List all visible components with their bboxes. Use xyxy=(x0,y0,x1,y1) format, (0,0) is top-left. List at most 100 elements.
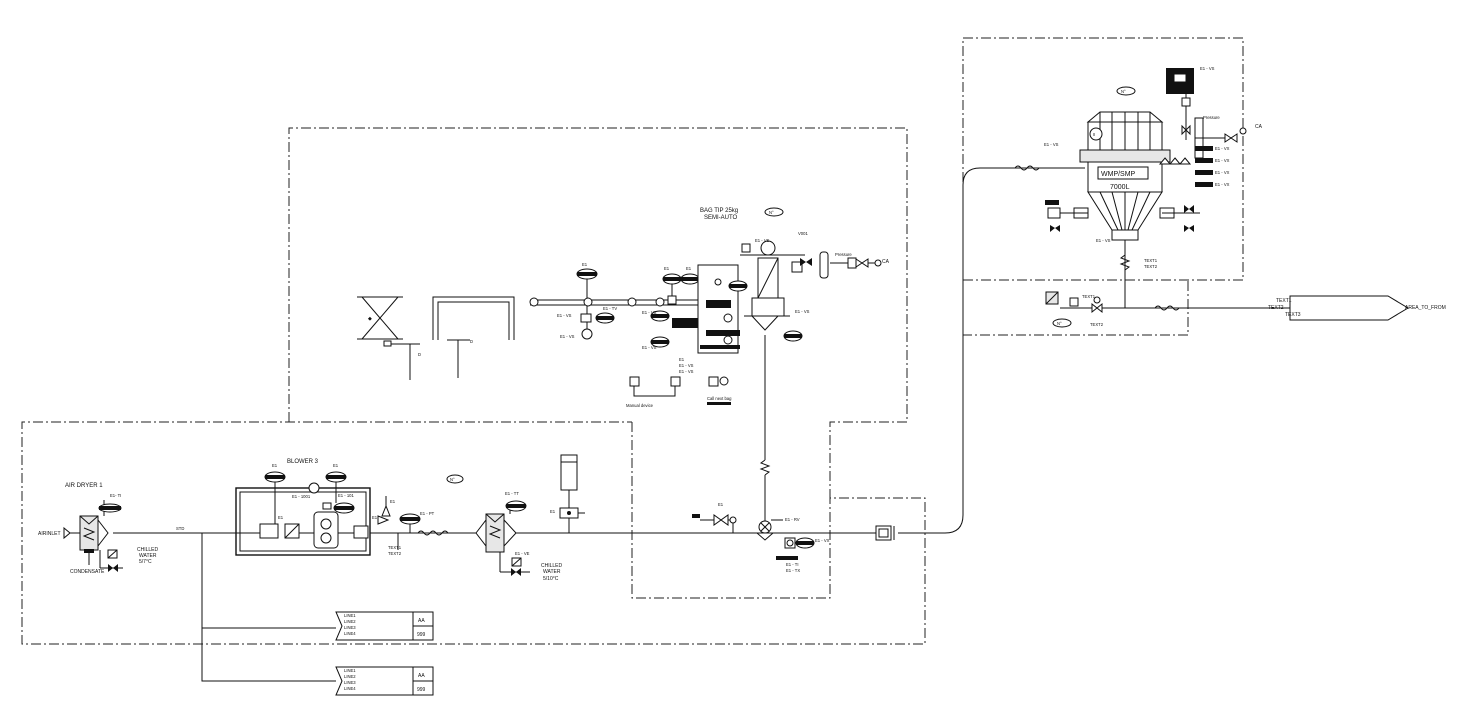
svg-text:E1 - VS: E1 - VS xyxy=(557,313,572,318)
svg-text:E1 - VS: E1 - VS xyxy=(755,238,770,243)
svg-text:D: D xyxy=(470,339,473,344)
chilled-water-2: CHILLED xyxy=(541,563,563,569)
svg-text:WATER: WATER xyxy=(139,553,157,559)
area-to-from[interactable]: TEXT1 TEXT2 TEXT3 AREA_TO_FROM xyxy=(1268,295,1446,321)
area-to-from-label: AREA_TO_FROM xyxy=(1405,305,1446,311)
svg-text:E1: E1 xyxy=(679,357,685,362)
svg-text:E1 - VS: E1 - VS xyxy=(1096,238,1111,243)
blower-outlet-instruments[interactable]: E1 - PT TEXT1 TEXT2 N° xyxy=(388,474,464,556)
ca-label-2: CA xyxy=(1255,124,1263,130)
svg-text:5/7°C: 5/7°C xyxy=(139,559,152,565)
line-box-2[interactable]: LINE1 LINE2 LINE3 LINE4 AA 999 xyxy=(335,666,434,696)
svg-text:TEXT1: TEXT1 xyxy=(388,545,402,550)
svg-text:E1 - VX: E1 - VX xyxy=(1215,158,1230,163)
filter-column[interactable]: E1 xyxy=(550,454,585,533)
svg-text:E1: E1 xyxy=(550,509,556,514)
svg-text:STD: STD xyxy=(176,526,184,531)
svg-text:N°: N° xyxy=(450,477,455,482)
svg-text:TEXT2: TEXT2 xyxy=(1268,305,1284,311)
vessel-volume: 7000L xyxy=(1110,184,1130,191)
svg-text:E1 - TV: E1 - TV xyxy=(603,306,617,311)
svg-text:TEXT3: TEXT3 xyxy=(1285,312,1301,318)
wmp-smp-vessel[interactable]: N° E1 - VS II WMP/SMP 7000L xyxy=(1044,66,1263,328)
sight-glass[interactable] xyxy=(875,525,895,541)
svg-text:E1 - TI: E1 - TI xyxy=(786,562,799,567)
vessel-label: WMP/SMP xyxy=(1101,171,1136,178)
svg-text:E1: E1 xyxy=(582,262,588,267)
flex-hose-symbols xyxy=(417,165,1180,536)
svg-text:LINE3: LINE3 xyxy=(344,680,356,685)
svg-text:E1 - VS: E1 - VS xyxy=(560,334,575,339)
svg-text:E1 - TX: E1 - TX xyxy=(786,568,800,573)
bag-tip-station[interactable]: BAG TIP 25kg SEMI-AUTO N° ◆ D D E1 E1 - xyxy=(357,207,890,408)
svg-text:E1 - VX: E1 - VX xyxy=(1215,182,1230,187)
svg-text:TEXT2: TEXT2 xyxy=(1090,322,1104,327)
svg-text:E1: E1 xyxy=(372,515,378,520)
svg-text:E1 - TT: E1 - TT xyxy=(505,491,519,496)
svg-text:TEXT1: TEXT1 xyxy=(1144,258,1158,263)
svg-text:V001: V001 xyxy=(798,231,808,236)
svg-text:N°: N° xyxy=(1121,89,1126,94)
svg-text:II: II xyxy=(1093,132,1095,137)
process-lines xyxy=(113,167,1290,682)
air-dryer-1[interactable]: AIR DRYER 1 AIRINLET CONDENSATE E1- TI C… xyxy=(38,483,184,575)
svg-text:LINE2: LINE2 xyxy=(344,619,356,624)
manual-device-label: Manual device xyxy=(626,403,654,408)
junction-valve-cluster[interactable]: E1 E1 - RV E1 - VX E1 - TI E1 - TX xyxy=(692,502,830,573)
svg-text:N°: N° xyxy=(1057,321,1062,326)
svg-text:E1 - PT: E1 - PT xyxy=(420,511,435,516)
svg-text:◆: ◆ xyxy=(368,316,372,322)
call-next-bag-label: Call next bag xyxy=(707,396,732,401)
svg-text:E1 - VS: E1 - VS xyxy=(795,309,810,314)
bag-tip-subtitle: SEMI-AUTO xyxy=(704,215,738,221)
blower-3[interactable]: BLOWER 3 E1 E1 E1 - 1001 E1 - 101 E1 xyxy=(235,459,396,556)
condensate-label: CONDENSATE xyxy=(70,569,105,575)
svg-text:D: D xyxy=(418,352,421,357)
svg-text:E1 - 101: E1 - 101 xyxy=(338,493,355,498)
svg-text:E1: E1 xyxy=(278,515,284,520)
svg-text:E1 - VS: E1 - VS xyxy=(679,363,694,368)
svg-text:AA: AA xyxy=(418,618,425,624)
svg-text:E1 - VS: E1 - VS xyxy=(1044,142,1059,147)
svg-text:E1 - VX: E1 - VX xyxy=(815,538,830,543)
svg-text:E1: E1 xyxy=(333,463,339,468)
svg-text:E1 - VS: E1 - VS xyxy=(1200,66,1215,71)
svg-text:E1 - VX: E1 - VX xyxy=(1215,170,1230,175)
svg-text:WATER: WATER xyxy=(543,569,561,575)
line-box-1[interactable]: LINE1 LINE2 LINE3 LINE4 AA 999 xyxy=(335,611,434,641)
svg-text:AA: AA xyxy=(418,673,425,679)
svg-text:E1 - VX: E1 - VX xyxy=(1215,146,1230,151)
svg-text:LINE4: LINE4 xyxy=(344,686,356,691)
svg-text:TEXT2: TEXT2 xyxy=(388,551,402,556)
svg-text:TEXT2: TEXT2 xyxy=(1144,264,1158,269)
svg-text:LINE4: LINE4 xyxy=(344,631,356,636)
svg-text:N°: N° xyxy=(769,210,774,215)
svg-text:LINE1: LINE1 xyxy=(344,668,356,673)
svg-text:E1 - VE: E1 - VE xyxy=(515,551,530,556)
svg-text:E1 - 1001: E1 - 1001 xyxy=(292,494,311,499)
area-boundaries xyxy=(21,37,1244,645)
svg-text:Pressure: Pressure xyxy=(835,252,852,257)
svg-text:LINE3: LINE3 xyxy=(344,625,356,630)
svg-text:E1: E1 xyxy=(272,463,278,468)
ca-label-1: CA xyxy=(882,259,890,265)
svg-text:LINE1: LINE1 xyxy=(344,613,356,618)
bag-tip-title: BAG TIP 25kg xyxy=(700,208,738,214)
svg-text:5/10°C: 5/10°C xyxy=(543,576,559,582)
svg-text:TEXT1: TEXT1 xyxy=(1276,298,1292,304)
svg-text:Pressure: Pressure xyxy=(1203,115,1220,120)
after-cooler[interactable]: E1 - TT E1 - VE CHILLED WATER 5/10°C xyxy=(475,491,563,582)
svg-text:E1: E1 xyxy=(718,502,724,507)
air-dryer-title: AIR DRYER 1 xyxy=(65,483,103,489)
chilled-water-1: CHILLED xyxy=(137,547,159,553)
svg-text:E1 - VS: E1 - VS xyxy=(642,345,657,350)
air-inlet-label: AIRINLET xyxy=(38,531,61,537)
svg-text:E1 - VS: E1 - VS xyxy=(642,310,657,315)
svg-text:E1: E1 xyxy=(686,266,692,271)
svg-text:E1: E1 xyxy=(390,499,396,504)
svg-text:999: 999 xyxy=(417,632,426,638)
svg-text:LINE2: LINE2 xyxy=(344,674,356,679)
svg-text:E1 - VS: E1 - VS xyxy=(679,369,694,374)
svg-text:E1 - RV: E1 - RV xyxy=(785,517,800,522)
